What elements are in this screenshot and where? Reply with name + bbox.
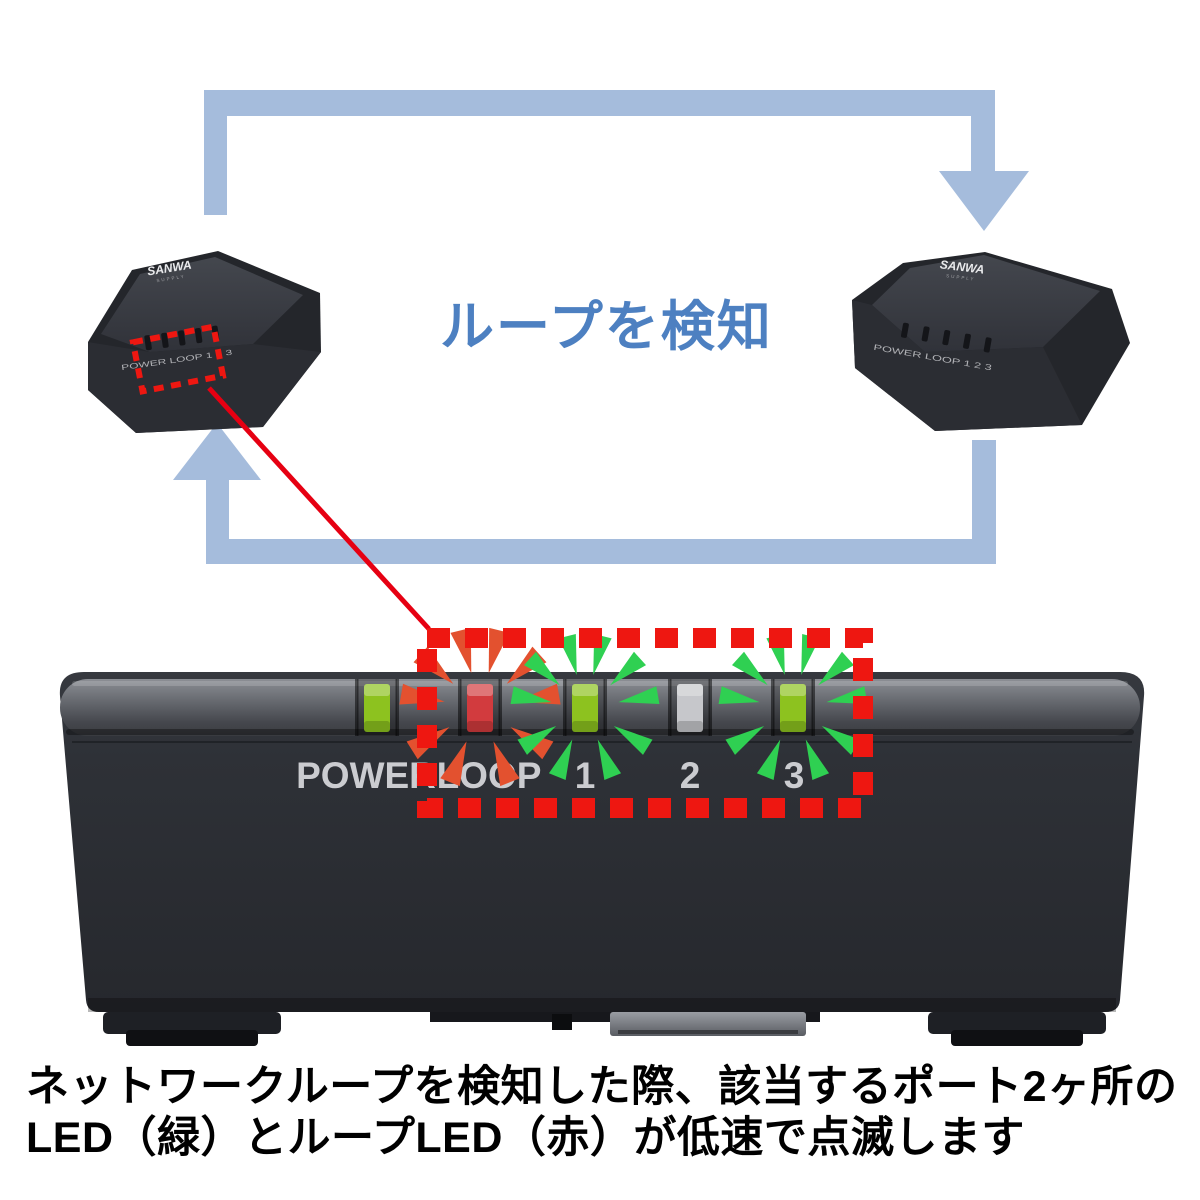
right-switch-illustration: SANWA SUPPLY POWER LOOP 1 2 3	[852, 252, 1130, 431]
led-slot-edge	[811, 679, 815, 736]
blink-burst-ray	[523, 651, 560, 686]
blink-burst-ray	[440, 741, 467, 787]
blink-burst-ray	[731, 651, 768, 686]
blink-burst-ray	[718, 686, 760, 705]
blink-burst-ray	[493, 741, 520, 787]
caption-line-1: ネットワークループを検知した際、該当するポート2ヶ所の	[26, 1063, 1178, 1111]
blink-burst-ray	[548, 739, 573, 780]
left-switch-illustration: SANWA SUPPLY POWER LOOP 1 2 3	[88, 251, 321, 433]
caption-text: ネットワークループを検知した際、該当するポート2ヶ所の LED（緑）とループLE…	[26, 1062, 1186, 1163]
blink-burst-ray	[517, 726, 557, 755]
blink-burst-ray	[725, 726, 765, 755]
switch-front-face	[852, 300, 1082, 431]
led-group-3: 3	[718, 634, 868, 796]
led-slot-edge	[603, 679, 607, 736]
loop-arrow-top-left-stub	[204, 90, 227, 215]
panel-bottom-shade	[88, 998, 1116, 1012]
led-lamp-shade	[467, 721, 493, 732]
brand-name: SANWA	[939, 257, 985, 276]
blink-burst-ray	[818, 651, 855, 686]
loop-arrow-bottom-bar	[206, 539, 996, 564]
panel-body	[59, 672, 1145, 1012]
brand-logo: SANWA SUPPLY	[939, 257, 985, 282]
led-lamp-power	[364, 684, 390, 732]
led-group-2: 2	[668, 679, 712, 796]
led-slot-edge	[498, 679, 502, 736]
blink-burst-ray	[805, 739, 830, 780]
led-lamp-shade	[780, 721, 806, 732]
led-bar	[60, 679, 1140, 736]
brand-name: SANWA	[146, 258, 192, 279]
highlight-dashed-box-large	[417, 628, 873, 818]
switch-front-face	[88, 342, 321, 433]
led-group-power: POWER	[296, 679, 436, 796]
led-slot-edge	[771, 679, 775, 736]
device-feet	[103, 1012, 1106, 1046]
blink-burst-ray	[597, 739, 622, 780]
blink-burst-ray	[618, 686, 660, 705]
led-lamp-highlight	[364, 684, 390, 696]
led-slot-edge	[563, 679, 567, 736]
panel-led-label: 3	[784, 755, 805, 796]
brand-sub: SUPPLY	[156, 274, 186, 284]
led-bar-highlight	[72, 681, 1128, 686]
led-lamp-1	[572, 684, 598, 732]
loop-arrow-bottom-right-stub	[972, 440, 996, 564]
led-slot-edge	[708, 679, 712, 736]
led-lamp-loop	[467, 684, 493, 732]
led-lamp-highlight	[780, 684, 806, 696]
led-slot-edge	[395, 679, 399, 736]
led-lamp-highlight	[677, 684, 703, 696]
switch-top-face	[101, 257, 303, 352]
caption-line-2: LED（緑）とループLED（赤）が低速で点滅します	[26, 1113, 1025, 1162]
led-lamp-2	[677, 684, 703, 732]
loop-arrowhead-down-icon	[939, 171, 1029, 231]
led-group-loop: LOOP	[399, 627, 561, 796]
led-lamp-highlight	[572, 684, 598, 696]
led-bar-shadow	[66, 729, 1134, 735]
panel-led-label: POWER	[296, 755, 436, 796]
led-slot-edge	[458, 679, 462, 736]
loop-arrow-left-up-shaft	[206, 479, 229, 564]
blink-burst-ray	[821, 726, 861, 755]
blink-burst-ray	[756, 739, 781, 780]
panel-led-label: 2	[680, 755, 701, 796]
led-lamp-shade	[677, 721, 703, 732]
led-lamp-highlight	[467, 684, 493, 696]
brand-sub: SUPPLY	[946, 273, 976, 282]
led-lamp-3	[780, 684, 806, 732]
loop-arrow-right-shaft	[971, 90, 995, 172]
loop-arrow-top-bar	[204, 90, 995, 116]
led-slot-edge	[668, 679, 672, 736]
leader-line	[207, 386, 431, 631]
blink-burst-ray	[613, 726, 653, 755]
blink-burst-ray	[510, 686, 552, 705]
highlight-dashed-box-small	[129, 323, 227, 395]
led-lamp-shade	[572, 721, 598, 732]
brand-logo: SANWA SUPPLY	[146, 258, 192, 284]
blink-burst-ray	[610, 651, 647, 686]
led-slot-edge	[355, 679, 359, 736]
led-lamp-shade	[364, 721, 390, 732]
panel-led-label: 1	[575, 755, 596, 796]
loop-detected-title: ループを検知	[440, 297, 773, 357]
